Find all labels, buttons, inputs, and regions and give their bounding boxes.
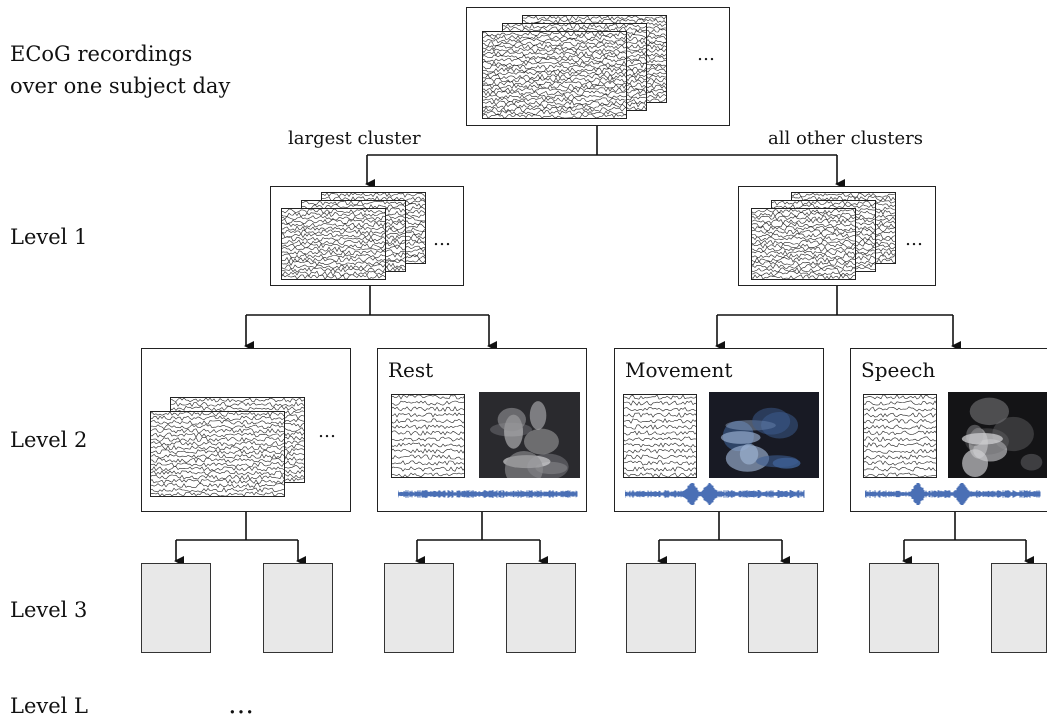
levelL-ellipsis: … xyxy=(228,690,254,720)
level3-leaf xyxy=(384,563,454,653)
edge-label-other-clusters: all other clusters xyxy=(768,128,924,149)
ecog-sheet xyxy=(150,411,285,497)
video-frame-speech xyxy=(948,392,1047,478)
level2-label: Level 2 xyxy=(10,428,88,452)
level3-leaf xyxy=(141,563,211,653)
tree-edge xyxy=(367,126,837,156)
level2-node-unlabeled: … xyxy=(141,348,351,512)
ecog-sheet xyxy=(862,394,938,478)
cluster-title-speech: Speech xyxy=(861,358,936,382)
levelL-label: Level L xyxy=(10,694,89,718)
tree-edge xyxy=(417,512,540,541)
level1-node-largest: … xyxy=(270,186,464,286)
level1-label: Level 1 xyxy=(10,225,88,249)
root-label-line2: over one subject day xyxy=(10,74,231,98)
root-node: … xyxy=(466,7,730,126)
audio-waveform-movement xyxy=(624,481,805,507)
level3-leaf xyxy=(991,563,1047,653)
audio-waveform-rest xyxy=(397,483,578,505)
level1-right-ellipsis: … xyxy=(905,229,923,250)
edge-label-largest-cluster: largest cluster xyxy=(288,128,421,149)
level1-left-ellipsis: … xyxy=(433,229,451,250)
tree-edge xyxy=(904,512,1026,541)
tree-edge xyxy=(246,286,489,316)
level3-leaf xyxy=(869,563,939,653)
ecog-stack xyxy=(751,192,896,280)
ecog-snippet xyxy=(390,394,466,478)
root-label-line1: ECoG recordings xyxy=(10,42,193,66)
level3-label: Level 3 xyxy=(10,598,88,622)
ecog-stack xyxy=(482,15,667,119)
ecog-sheet xyxy=(390,394,466,478)
level1-node-others: … xyxy=(738,186,936,286)
cluster-title-rest: Rest xyxy=(388,358,434,382)
ecog-snippet xyxy=(862,394,938,478)
root-ellipsis: … xyxy=(697,44,715,65)
level2-node-speech: Speech xyxy=(850,348,1047,512)
ecog-sheet xyxy=(751,208,856,280)
level3-leaf xyxy=(748,563,818,653)
video-frame-rest xyxy=(479,392,580,488)
level3-leaf xyxy=(626,563,696,653)
ecog-sheet xyxy=(622,394,698,478)
ecog-stack xyxy=(150,397,305,497)
ecog-sheet xyxy=(482,31,627,119)
ecog-sheet xyxy=(281,208,386,280)
level2-node-rest: Rest xyxy=(377,348,587,512)
level3-leaf xyxy=(506,563,576,653)
ecog-stack xyxy=(281,192,426,280)
level3-leaf xyxy=(263,563,333,653)
audio-waveform-speech xyxy=(864,481,1041,507)
level2-node-movement: Movement xyxy=(614,348,824,512)
level2-ellipsis: … xyxy=(318,421,336,442)
video-frame-movement xyxy=(709,392,819,478)
tree-edge xyxy=(659,512,782,541)
tree-edge xyxy=(176,512,298,541)
ecog-snippet xyxy=(622,394,698,478)
tree-edge xyxy=(717,286,953,316)
cluster-title-movement: Movement xyxy=(625,358,733,382)
